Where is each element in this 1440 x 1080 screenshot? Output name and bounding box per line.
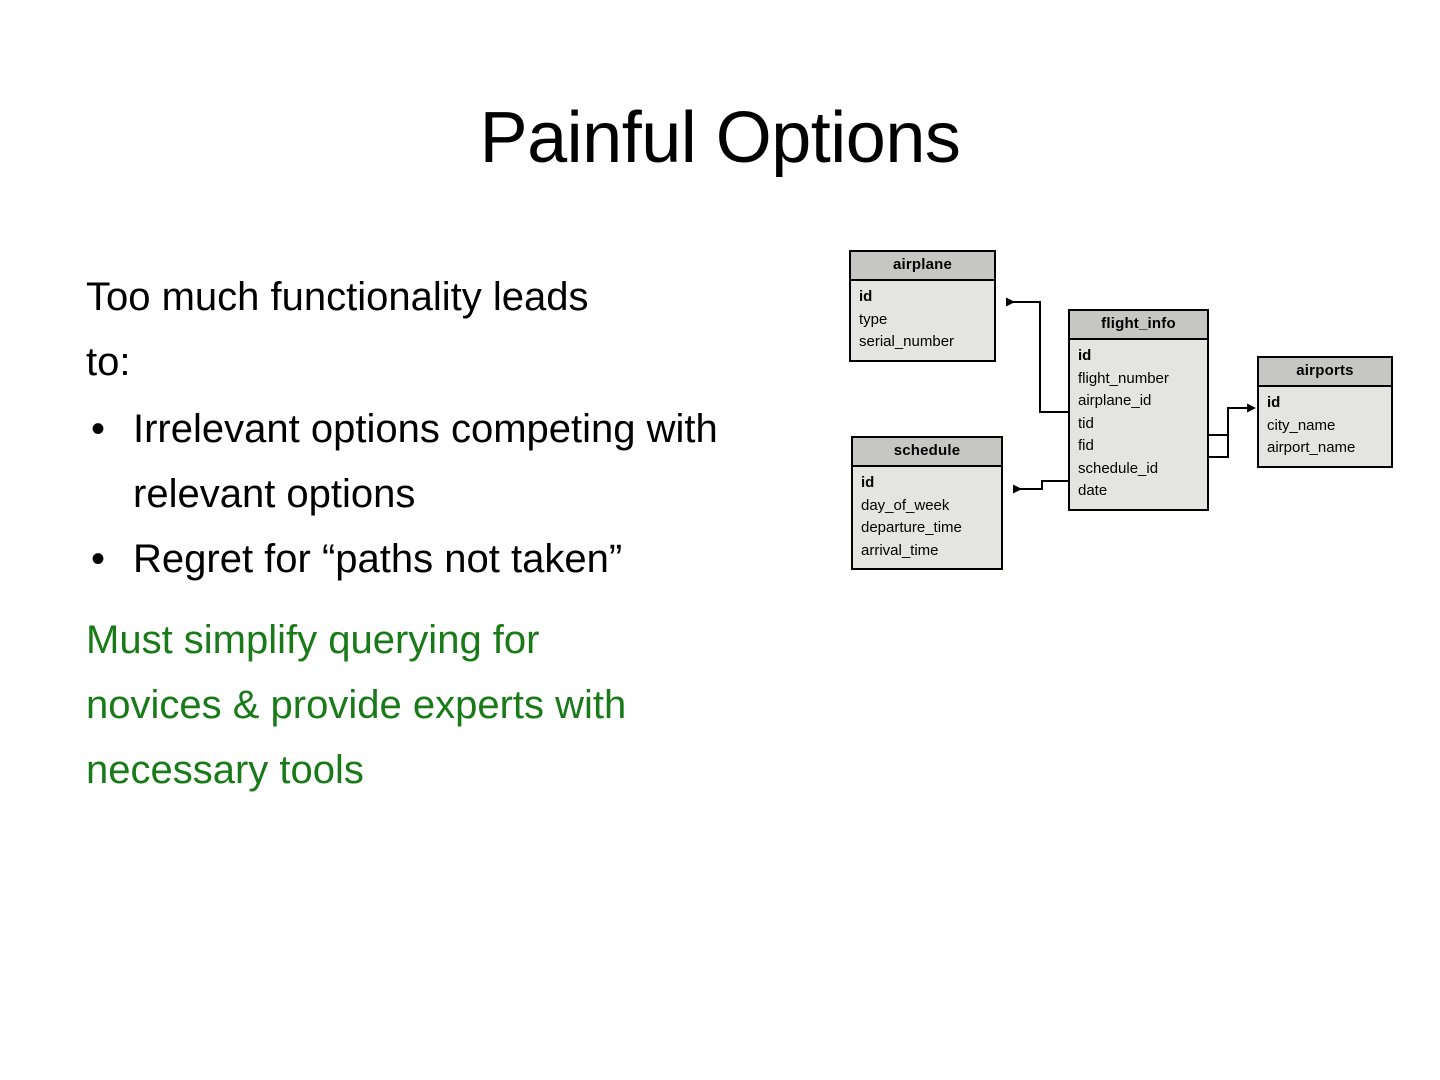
er-table-airplane: airplane id type serial_number: [849, 250, 996, 362]
er-field-list: id city_name airport_name: [1259, 387, 1391, 466]
connector-airports-tid: [1209, 403, 1256, 436]
er-table-title: flight_info: [1070, 311, 1207, 340]
er-field: schedule_id: [1078, 459, 1159, 477]
er-field: id: [1078, 347, 1092, 364]
er-field: airplane_id: [1078, 392, 1152, 409]
er-relationship-connectors: [1006, 297, 1256, 494]
er-field-list: id type serial_number: [851, 281, 994, 360]
er-field: type: [859, 310, 888, 328]
er-field-list: id flight_number airplane_id tid fid sch…: [1070, 340, 1207, 509]
er-table-title: schedule: [853, 438, 1001, 467]
slide-body: Too much functionality leads to: • Irrel…: [86, 265, 718, 803]
connector-schedule: [1013, 480, 1068, 494]
bullet-list: • Irrelevant options competing with rele…: [86, 397, 718, 592]
list-item: • Regret for “paths not taken”: [86, 527, 733, 592]
er-field: day_of_week: [861, 496, 950, 514]
page-title: Painful Options: [479, 98, 961, 178]
er-diagram: airplane id type serial_number flight_in…: [840, 240, 1420, 600]
er-table-airports: airports id city_name airport_name: [1257, 356, 1393, 468]
highlight-paragraph: Must simplify querying for novices & pro…: [86, 618, 627, 792]
er-field: id: [859, 288, 873, 305]
er-field: airport_name: [1267, 439, 1356, 456]
intro-paragraph: Too much functionality leads to:: [86, 275, 589, 384]
list-item-label: Irrelevant options competing with releva…: [133, 407, 718, 516]
er-field: flight_number: [1078, 369, 1169, 387]
connector-airports-fid: [1209, 435, 1229, 458]
er-field: city_name: [1267, 416, 1336, 434]
er-field: id: [1267, 394, 1281, 411]
er-field: arrival_time: [861, 541, 939, 559]
list-item: • Irrelevant options competing with rele…: [86, 397, 733, 527]
bullet-dot-icon: •: [91, 537, 106, 581]
er-field: serial_number: [859, 333, 955, 350]
list-item-label: Regret for “paths not taken”: [133, 537, 623, 581]
er-field: departure_time: [861, 519, 962, 536]
er-field: tid: [1078, 414, 1094, 432]
bullet-dot-icon: •: [91, 407, 106, 451]
er-table-flight-info: flight_info id flight_number airplane_id…: [1068, 309, 1209, 511]
er-table-schedule: schedule id day_of_week departure_time a…: [851, 436, 1003, 570]
er-field-list: id day_of_week departure_time arrival_ti…: [853, 467, 1001, 568]
er-field: id: [861, 474, 875, 491]
connector-airplane: [1006, 297, 1068, 413]
er-field: fid: [1078, 437, 1094, 454]
er-table-title: airports: [1259, 358, 1391, 387]
er-field: date: [1078, 482, 1108, 499]
er-table-title: airplane: [851, 252, 994, 281]
